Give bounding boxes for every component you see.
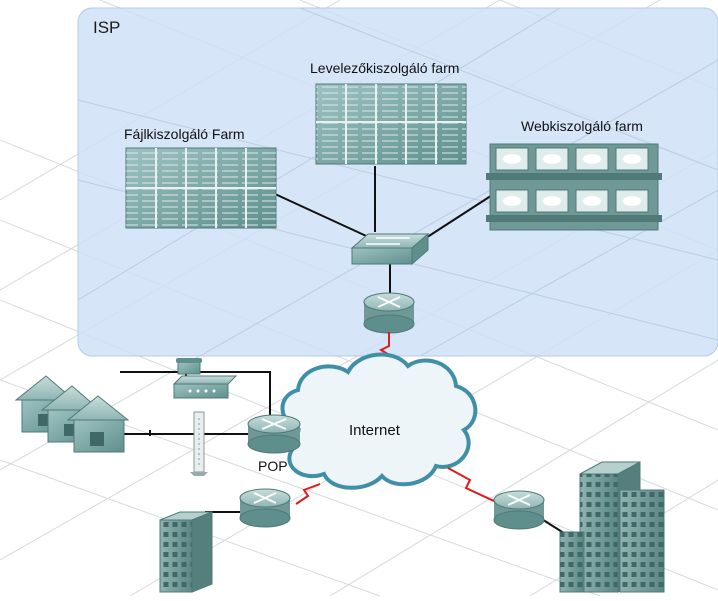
office-building-right bbox=[559, 461, 665, 593]
isp-router bbox=[363, 292, 415, 334]
web-farm-label: Webkiszolgáló farm bbox=[521, 118, 643, 134]
isp-switch bbox=[350, 232, 430, 266]
pop-label: POP bbox=[258, 458, 288, 474]
branch-router-left bbox=[239, 488, 291, 528]
internet-label: Internet bbox=[349, 422, 400, 439]
mail-farm-label: Levelezőkiszolgáló farm bbox=[310, 60, 460, 76]
file-server-rack-1 bbox=[125, 147, 277, 229]
file-farm-label: Fájlkiszolgáló Farm bbox=[124, 126, 245, 142]
internet-cloud bbox=[280, 352, 478, 490]
branch-wan-link-right bbox=[447, 467, 497, 503]
isp-grid bbox=[77, 7, 718, 357]
pop-router bbox=[247, 414, 301, 454]
access-links bbox=[120, 371, 576, 541]
modem bbox=[172, 375, 238, 399]
branch-wan-link-left bbox=[295, 483, 321, 505]
office-building-left bbox=[159, 511, 213, 593]
isp-links bbox=[274, 166, 501, 298]
houses bbox=[14, 375, 130, 453]
mail-server-farm bbox=[315, 83, 467, 165]
isp-label: ISP bbox=[93, 18, 121, 37]
house-3 bbox=[66, 395, 130, 453]
web-server-farm bbox=[486, 143, 662, 231]
dsl-modem-tower bbox=[190, 411, 208, 476]
file-server-farm bbox=[125, 147, 277, 229]
telephone bbox=[176, 358, 202, 375]
branch-router-right bbox=[493, 490, 545, 530]
